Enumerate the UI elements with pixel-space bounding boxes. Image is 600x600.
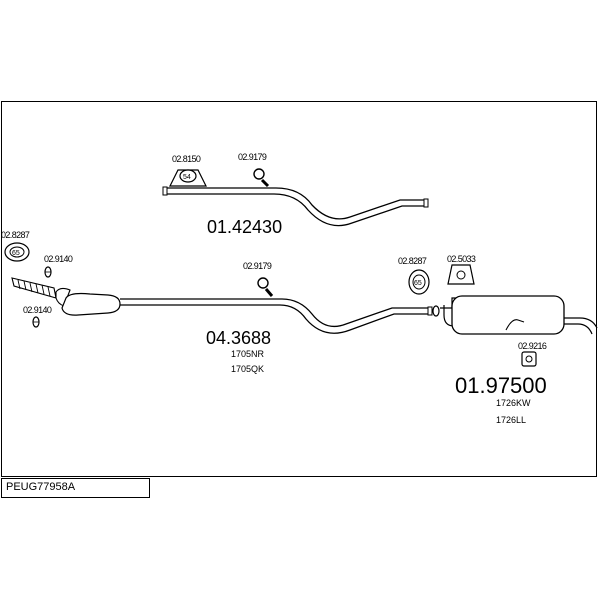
ring-8287-left-icon[interactable]: 65	[4, 242, 30, 262]
hanger-9216-icon[interactable]	[521, 351, 537, 367]
clamp-9179-mid-icon[interactable]	[257, 277, 274, 297]
catalyst-body[interactable]	[55, 287, 121, 316]
bracket-8150-badge: 54	[183, 174, 191, 181]
gasket-9140-top-icon[interactable]	[44, 266, 52, 278]
ring-8287-left-badge: 65	[12, 250, 20, 257]
hanger-5033-icon[interactable]	[447, 264, 475, 285]
clamp-9179-top-number: 02.9179	[238, 152, 267, 162]
hanger-9216-number: 02.9216	[518, 341, 547, 351]
clamp-9179-top-icon[interactable]	[253, 168, 270, 188]
ring-8287-right-icon[interactable]: 65	[408, 269, 430, 295]
bracket-8150-number: 02.8150	[172, 154, 201, 164]
center-pipe[interactable]	[120, 298, 433, 334]
center-section-ref-2: 1705QK	[231, 364, 264, 374]
flex-pipe[interactable]	[11, 277, 57, 299]
bracket-8150-icon[interactable]: 54	[169, 169, 207, 187]
ring-8287-left-number: 02.8287	[1, 230, 30, 240]
front-pipe-number: 01.42430	[207, 217, 282, 237]
rear-silencer-ref-2: 1726LL	[496, 415, 526, 425]
gasket-9140-bottom-icon[interactable]	[32, 316, 40, 328]
gasket-9140-top-number: 02.9140	[44, 254, 73, 264]
rear-silencer-ref-1: 1726KW	[496, 398, 531, 408]
vehicle-code-box: PEUG77958A	[1, 478, 150, 498]
hanger-5033-number: 02.5033	[447, 254, 476, 264]
center-section-number: 04.3688	[206, 328, 271, 348]
rear-silencer-number: 01.97500	[455, 373, 547, 398]
diagram-frame	[1, 101, 597, 477]
ring-8287-right-number: 02.8287	[398, 256, 427, 266]
gasket-9140-bottom-number: 02.9140	[23, 305, 52, 315]
vehicle-code: PEUG77958A	[6, 481, 76, 493]
silencer-gasket-icon[interactable]	[432, 305, 440, 317]
front-pipe[interactable]	[162, 186, 429, 227]
ring-8287-right-badge: 65	[414, 280, 422, 287]
rear-silencer[interactable]	[440, 295, 598, 335]
center-section-ref-1: 1705NR	[231, 349, 265, 359]
clamp-9179-mid-number: 02.9179	[243, 261, 272, 271]
